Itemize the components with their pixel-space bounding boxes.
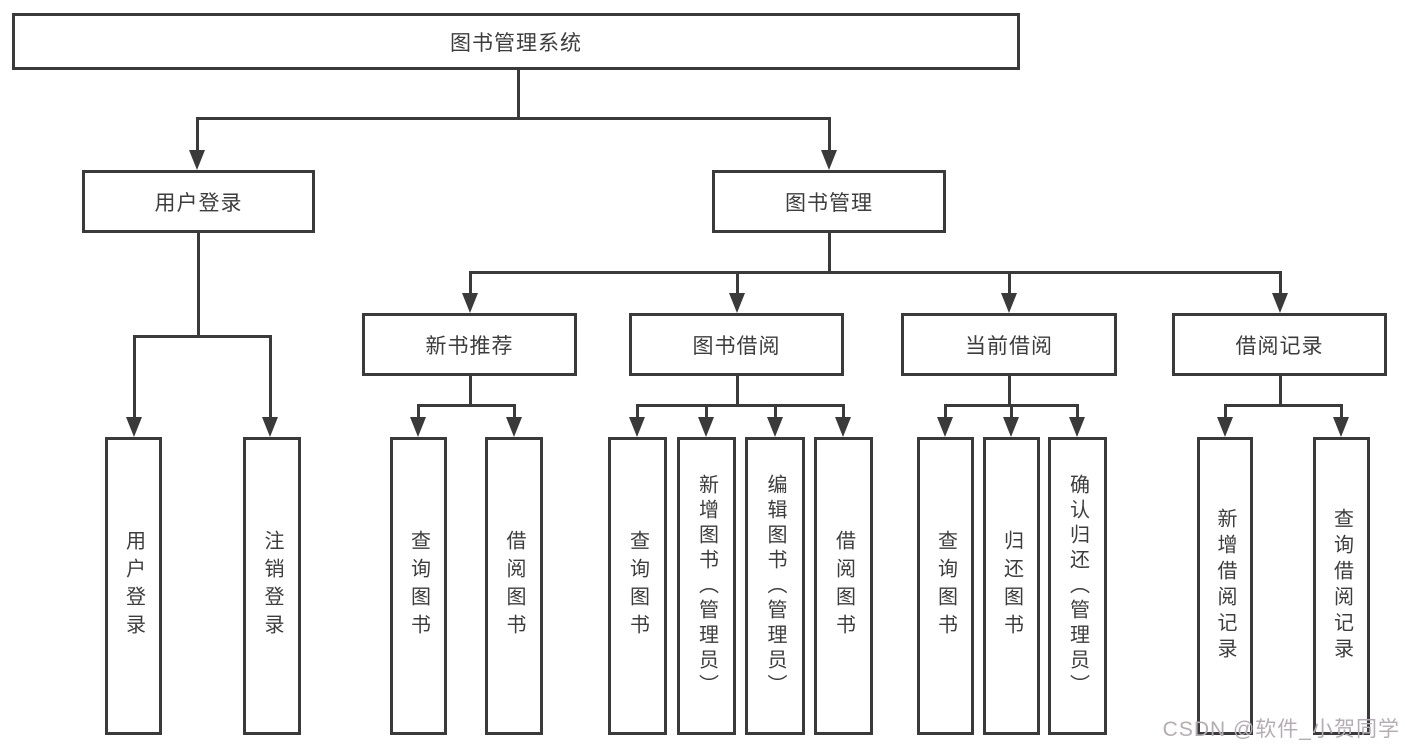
leaf-query-book-current: 查询图书: [917, 437, 974, 735]
node-borrow-record: 借阅记录: [1172, 313, 1387, 376]
node-label: 查询借阅记录: [1330, 508, 1353, 664]
watermark: CSDN @软件_小贺同学: [1162, 718, 1400, 741]
arrowhead-down: [629, 417, 645, 437]
node-label: 图书借阅: [692, 334, 781, 358]
node-label: 用户登录: [154, 191, 243, 215]
leaf-borrow-book: 借阅图书: [814, 437, 873, 735]
connector-line: [1076, 405, 1079, 419]
node-new-book-recommend: 新书推荐: [362, 313, 577, 376]
connector-line: [828, 118, 831, 152]
leaf-query-borrow-record: 查询借阅记录: [1313, 437, 1370, 735]
connector-line: [1224, 404, 1343, 407]
connector-line: [636, 405, 639, 419]
connector-line: [1010, 405, 1013, 419]
node-label: 注销登录: [261, 530, 283, 642]
connector-line: [1340, 405, 1343, 419]
arrowhead-down: [410, 417, 426, 437]
node-label: 当前借阅: [965, 334, 1053, 358]
node-book-borrow: 图书借阅: [629, 313, 844, 376]
connector-line: [705, 405, 708, 419]
leaf-user-login: 用户登录: [105, 437, 162, 735]
node-user-login: 用户登录: [82, 170, 315, 233]
arrowhead-down: [1001, 293, 1017, 313]
connector-line: [133, 335, 272, 338]
arrowhead-down: [462, 293, 478, 313]
node-label: 借阅记录: [1235, 334, 1324, 358]
node-label: 借阅图书: [503, 530, 525, 642]
leaf-borrow-book-recommend: 借阅图书: [485, 437, 543, 735]
arrowhead-down: [1272, 293, 1288, 313]
leaf-logout: 注销登录: [243, 437, 301, 735]
leaf-return-book: 归还图书: [983, 437, 1040, 735]
node-label: 借阅图书: [832, 530, 855, 642]
arrowhead-down: [937, 417, 953, 437]
connector-line: [828, 233, 831, 272]
node-label: 查询图书: [934, 530, 957, 642]
node-label: 新书推荐: [425, 334, 514, 358]
connector-line: [774, 405, 777, 419]
node-label: 查询图书: [626, 530, 649, 642]
connector-line: [636, 404, 845, 407]
node-book-management: 图书管理: [712, 170, 946, 233]
arrowhead-down: [835, 417, 851, 437]
arrowhead-down: [1003, 417, 1019, 437]
leaf-query-book-borrow: 查询图书: [608, 437, 667, 735]
connector-line: [517, 69, 520, 118]
arrowhead-down: [506, 417, 522, 437]
node-label: 用户登录: [122, 530, 145, 642]
arrowhead-down: [821, 150, 837, 170]
leaf-add-borrow-record: 新增借阅记录: [1197, 437, 1253, 735]
leaf-add-book-admin: 新增图书（管理员）: [677, 437, 736, 735]
node-label: 新增借阅记录: [1214, 508, 1236, 664]
connector-line: [1279, 272, 1282, 295]
connector-line: [1008, 272, 1011, 295]
connector-line: [469, 376, 472, 406]
connector-line: [1008, 376, 1011, 406]
connector-line: [1279, 376, 1282, 406]
connector-line: [842, 405, 845, 419]
leaf-edit-book-admin: 编辑图书（管理员）: [745, 437, 805, 735]
connector-line: [133, 336, 136, 419]
arrowhead-down: [1217, 417, 1233, 437]
node-current-borrow: 当前借阅: [901, 313, 1117, 376]
connector-line: [513, 405, 516, 419]
node-label: 归还图书: [1000, 530, 1023, 642]
leaf-query-book-recommend: 查询图书: [390, 437, 447, 735]
arrowhead-down: [126, 417, 142, 437]
node-label: 编辑图书（管理员）: [764, 473, 786, 699]
connector-line: [736, 376, 739, 406]
connector-line: [269, 336, 272, 419]
arrowhead-down: [767, 417, 783, 437]
connector-line: [417, 404, 516, 407]
arrowhead-down: [1069, 417, 1085, 437]
connector-line: [417, 405, 420, 419]
node-root-system: 图书管理系统: [12, 13, 1020, 70]
arrowhead-down: [189, 150, 205, 170]
connector-line: [197, 233, 200, 336]
connector-line: [469, 271, 1282, 274]
node-label: 图书管理: [785, 191, 873, 215]
leaf-confirm-return-admin: 确认归还（管理员）: [1048, 437, 1107, 735]
node-label: 新增图书（管理员）: [695, 473, 718, 699]
connector-line: [469, 272, 472, 295]
arrowhead-down: [698, 417, 714, 437]
connector-line: [944, 405, 947, 419]
node-label: 查询图书: [407, 530, 430, 642]
connector-line: [196, 117, 831, 120]
arrowhead-down: [262, 417, 278, 437]
connector-line: [1224, 405, 1227, 419]
arrowhead-down: [729, 293, 745, 313]
connector-line: [736, 272, 739, 295]
node-label: 确认归还（管理员）: [1066, 473, 1089, 699]
connector-line: [196, 118, 199, 152]
node-label: 图书管理系统: [450, 31, 582, 55]
arrowhead-down: [1333, 417, 1349, 437]
